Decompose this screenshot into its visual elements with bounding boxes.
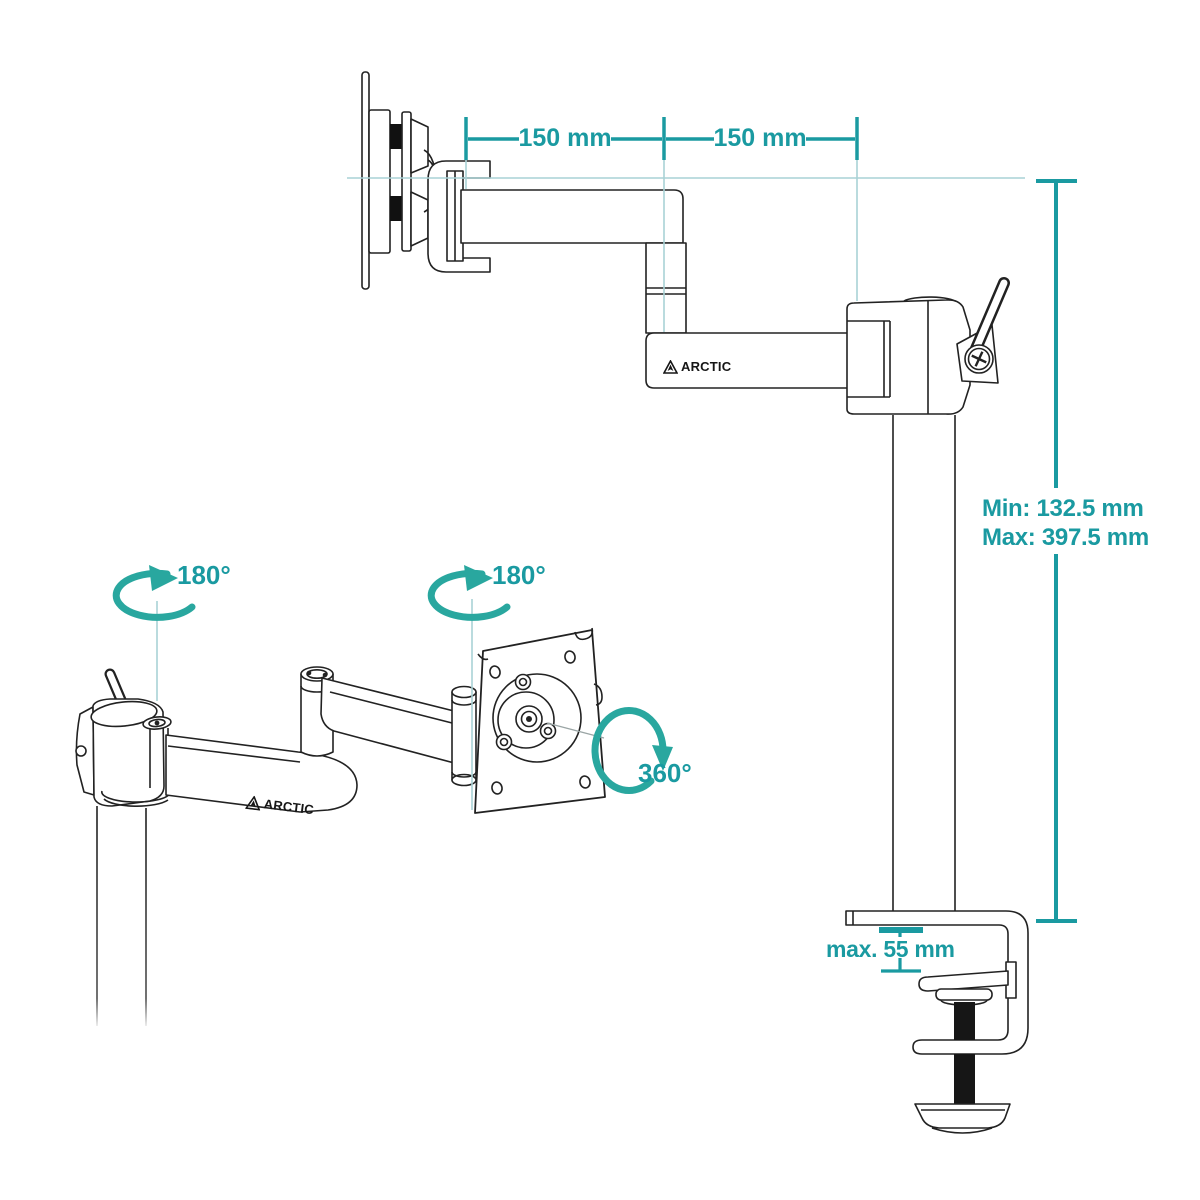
pole-clamp-head <box>846 277 1010 415</box>
height-dimension-line <box>1036 179 1077 923</box>
clamp-pad <box>935 988 993 1001</box>
clamp-knob <box>914 1103 1011 1129</box>
dimension-annotations <box>112 117 1077 973</box>
arctic-triangle-icon <box>663 360 678 374</box>
width-dimension-lines <box>464 117 859 160</box>
vesa-plate-perspective <box>474 627 606 814</box>
vesa-hub <box>492 673 582 763</box>
arm-elbow-connector <box>645 242 687 334</box>
rotation-icon-elbow-180 <box>427 565 511 621</box>
dimension-label-arm-left: 150 mm <box>518 124 612 152</box>
clamp-c-bracket <box>845 910 1029 1055</box>
rotation-label-vesa: 360° <box>638 758 692 788</box>
height-min-label: Min: 132.5 mm <box>982 495 1144 522</box>
rotation-label-elbow: 180° <box>492 560 546 590</box>
upper-arm <box>460 189 684 244</box>
lower-arm <box>645 332 849 389</box>
construction-lines <box>156 160 1025 810</box>
clamp-screw-rod <box>954 1002 975 1040</box>
mounting-pole <box>892 415 956 911</box>
rotation-label-pole: 180° <box>177 560 231 590</box>
clamp-shelf <box>918 970 1009 992</box>
dimension-label-clamp: max. 55 mm <box>826 936 955 962</box>
brand-logo-perspective: ARCTIC <box>245 795 315 817</box>
brand-name: ARCTIC <box>681 359 732 374</box>
vesa-plate-side <box>361 71 429 290</box>
rotation-icon-vesa-360 <box>591 707 673 794</box>
height-max-label: Max: 397.5 mm <box>982 524 1149 551</box>
brand-logo: ARCTIC <box>663 360 731 374</box>
arctic-triangle-icon <box>245 795 261 811</box>
perspective-view-monitor-arm <box>75 627 606 1026</box>
second-arm-perspective <box>320 677 459 765</box>
clamp-dimension <box>879 927 923 973</box>
pole-perspective <box>96 806 147 1026</box>
dimension-label-arm-right: 150 mm <box>713 124 807 152</box>
dimension-label-height: Min: 132.5 mm Max: 397.5 mm <box>982 494 1149 552</box>
rotation-icon-pole-180 <box>112 565 196 621</box>
desk-clamp <box>845 910 1029 1134</box>
side-view-monitor-arm <box>361 71 1029 1134</box>
